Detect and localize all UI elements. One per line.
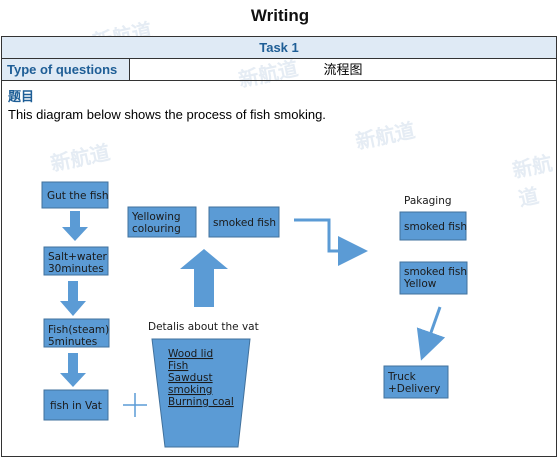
vat-details-title: Detalis about the vat (148, 321, 259, 333)
task-prompt: This diagram below shows the process of … (8, 107, 326, 122)
smoked-label-1: smoked fish (213, 217, 276, 229)
gut-box (41, 181, 109, 209)
smoked-yellow-label-2: Yellow (403, 278, 437, 290)
gut-label: Gut the fish (47, 190, 109, 202)
smoked-box-2 (399, 211, 467, 241)
section-label: 题目 (8, 89, 35, 104)
connector-arrow (294, 218, 368, 266)
vat-item: Fish (168, 360, 188, 372)
yellowing-label-2: colouring (132, 223, 181, 235)
truck-label-2: +Delivery (388, 383, 440, 395)
steam-label-1: Fish(steam) (48, 324, 109, 336)
task-table: Task 1 Type of questions 流程图 题目 This dia… (1, 36, 557, 457)
vat-item: Sawdust (168, 372, 213, 384)
down-arrow-1-head (62, 227, 88, 241)
truck-label-1: Truck (387, 371, 417, 383)
vat-item: smoking (168, 384, 212, 396)
page-title: Writing (250, 6, 310, 25)
yellowing-label-1: Yellowing (131, 211, 181, 223)
down-arrow-2-head (60, 301, 86, 316)
fish-smoking-diagram: Gut the fish Salt+water 30minutes Fish(s… (41, 181, 468, 448)
down-arrow-2 (68, 281, 78, 303)
vat-item: Wood lid (168, 348, 213, 360)
smoked-box-1 (208, 206, 280, 238)
truck-box (383, 365, 449, 399)
vat-shape (151, 338, 251, 448)
yellowing-box (127, 206, 197, 238)
type-row: Type of questions 流程图 (2, 59, 556, 81)
salt-label-1: Salt+water (48, 251, 108, 263)
type-value: 流程图 (323, 62, 363, 77)
vat-box (43, 389, 109, 421)
vat-item: Burning coal (168, 396, 234, 408)
smoked-yellow-box (399, 261, 468, 295)
down-arrow-3 (68, 353, 78, 375)
steam-box (43, 318, 110, 348)
down-arrow-3-head (60, 373, 86, 387)
down-arrow-1 (70, 211, 80, 229)
steam-label-2: 5minutes (48, 336, 97, 348)
salt-box (43, 246, 109, 276)
smoked-yellow-label-1: smoked fish (404, 266, 467, 278)
type-label: Type of questions (2, 59, 130, 80)
task-header: Task 1 (2, 37, 556, 59)
vat-label: fish in Vat (50, 400, 102, 412)
packaging-label: Pakaging (404, 195, 452, 207)
smoked-label-2: smoked fish (404, 221, 467, 233)
salt-label-2: 30minutes (48, 263, 104, 275)
diagonal-arrow (416, 306, 446, 361)
up-arrow (180, 249, 228, 307)
